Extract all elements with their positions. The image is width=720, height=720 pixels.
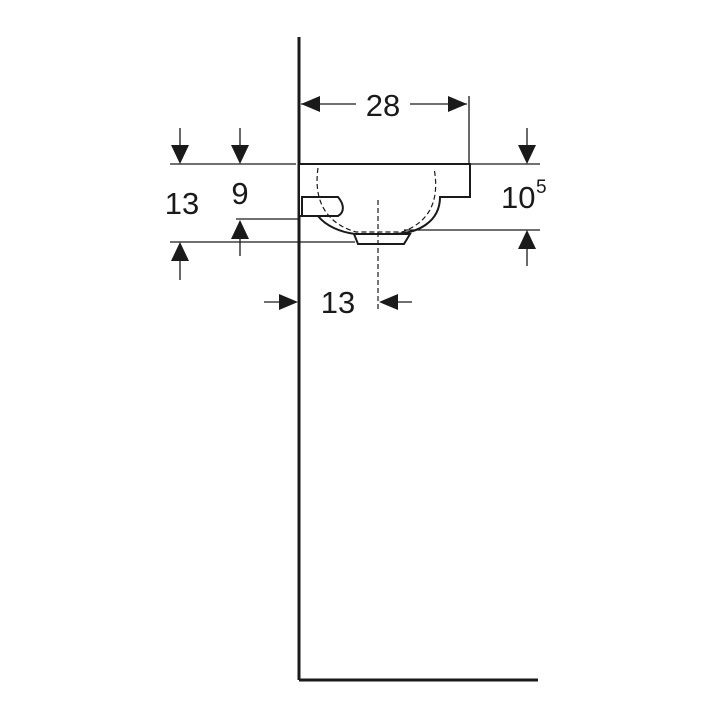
label-height-left-inner: 9 bbox=[231, 176, 248, 211]
dimension-drain-offset: 13 bbox=[264, 285, 412, 320]
dimension-height-right: 10 5 bbox=[501, 128, 547, 266]
extension-lines bbox=[170, 96, 540, 243]
inner-bowl-hidden-line bbox=[316, 167, 437, 233]
drain-outlet bbox=[352, 233, 412, 245]
dimension-height-left-outer: 13 bbox=[165, 128, 199, 280]
arrow-offset-left bbox=[279, 294, 298, 310]
arrow-offset-right bbox=[379, 294, 398, 310]
label-drain-offset: 13 bbox=[321, 285, 355, 320]
arrow-inner-bottom bbox=[231, 220, 249, 239]
label-width-top: 28 bbox=[366, 88, 400, 123]
label-height-left-outer: 13 bbox=[165, 186, 199, 221]
arrow-width-right bbox=[448, 96, 467, 112]
arrow-inner-top bbox=[231, 145, 249, 164]
label-height-right-superscript: 5 bbox=[536, 177, 547, 198]
arrow-right-top bbox=[518, 145, 536, 164]
washbasin-profile bbox=[298, 163, 471, 312]
wall-and-floor bbox=[297, 37, 538, 682]
label-height-right: 10 bbox=[501, 180, 535, 215]
overflow-lip bbox=[301, 196, 344, 217]
dimension-width-top: 28 bbox=[301, 88, 467, 123]
arrow-right-bottom bbox=[518, 230, 536, 249]
dimension-height-left-inner: 9 bbox=[231, 128, 249, 256]
arrow-width-left bbox=[301, 96, 320, 112]
arrow-outer-top bbox=[171, 145, 189, 164]
arrow-outer-bottom bbox=[171, 242, 189, 261]
